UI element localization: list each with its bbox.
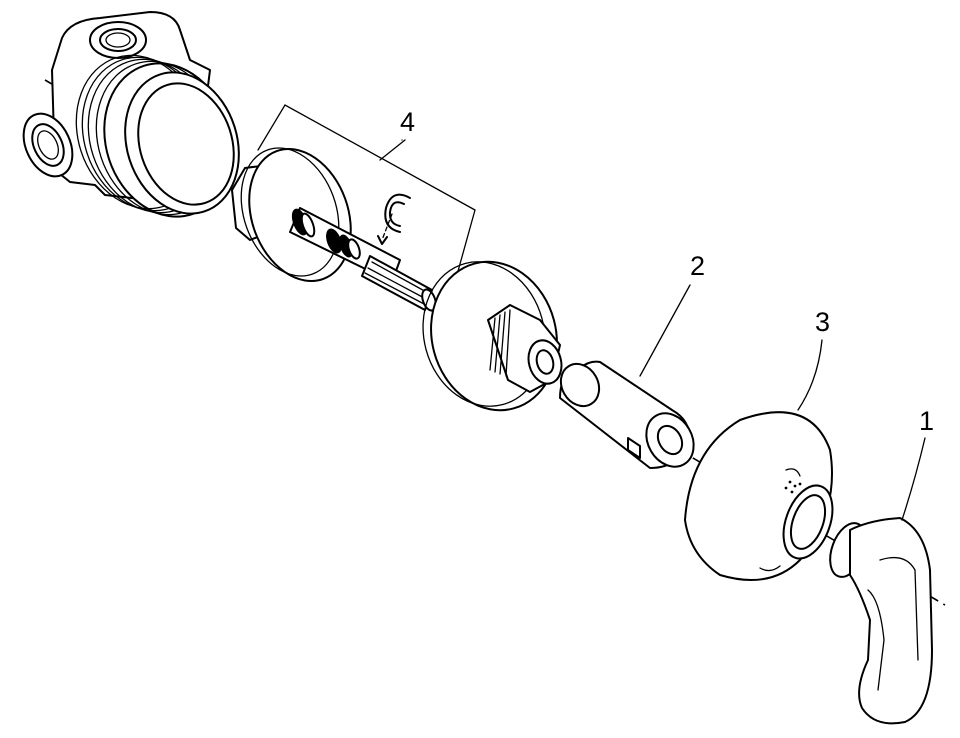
lever-handle	[829, 517, 933, 725]
leader-1	[901, 437, 926, 521]
retaining-clip	[377, 193, 411, 245]
valve-body	[22, 11, 240, 218]
extension-sleeve	[559, 360, 695, 469]
cover-rosette	[684, 411, 834, 581]
leader-3	[797, 339, 823, 411]
leader-2	[639, 284, 691, 377]
callout-1: 1	[919, 406, 934, 436]
callout-3: 3	[815, 307, 830, 337]
flange-with-nut	[422, 260, 563, 412]
shower-icon	[784, 468, 802, 494]
callout-2: 2	[690, 251, 705, 281]
cartridge-assembly	[231, 104, 476, 312]
callout-4: 4	[400, 107, 415, 137]
